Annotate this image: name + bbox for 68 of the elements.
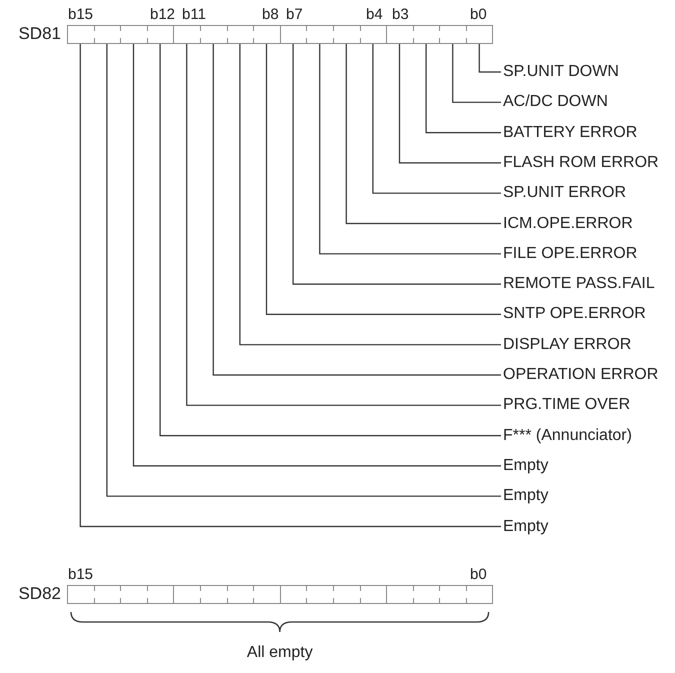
bit-cell bbox=[334, 585, 361, 604]
bit-cell bbox=[440, 585, 467, 604]
bit-number: b8 bbox=[262, 6, 279, 24]
register-bar bbox=[67, 585, 493, 604]
bit-cell bbox=[280, 585, 308, 604]
bit-number: b12 bbox=[150, 6, 176, 24]
bit-cell bbox=[68, 585, 95, 604]
bit-number: b3 bbox=[392, 6, 409, 24]
bit-label: SP.UNIT DOWN bbox=[503, 63, 619, 81]
bit-cell bbox=[440, 25, 467, 44]
bit-label: ICM.OPE.ERROR bbox=[503, 214, 633, 232]
bit-number: b15 bbox=[68, 6, 94, 24]
bit-label: BATTERY ERROR bbox=[503, 124, 638, 142]
bit-cell bbox=[414, 585, 440, 604]
bit-number: b0 bbox=[470, 566, 487, 584]
bit-cell bbox=[280, 25, 308, 44]
bit-label: SP.UNIT ERROR bbox=[503, 184, 626, 202]
leader-line bbox=[319, 44, 501, 254]
bit-label: SNTP OPE.ERROR bbox=[503, 305, 646, 324]
bit-cell bbox=[121, 585, 148, 604]
bit-cell bbox=[121, 25, 148, 44]
bit-cell bbox=[307, 25, 334, 44]
leader-line bbox=[398, 44, 501, 164]
bit-label: OPERATION ERROR bbox=[503, 366, 658, 384]
bit-cell bbox=[94, 25, 122, 44]
register-bar bbox=[67, 25, 493, 44]
bit-cell bbox=[307, 585, 334, 604]
bit-cell bbox=[94, 585, 122, 604]
bit-cell bbox=[387, 25, 414, 44]
bit-cell bbox=[414, 25, 440, 44]
bit-cell bbox=[228, 25, 254, 44]
bit-number: b15 bbox=[68, 566, 94, 584]
bit-label: Empty bbox=[503, 456, 548, 475]
bit-label: PRG.TIME OVER bbox=[503, 396, 630, 414]
bit-label: FILE OPE.ERROR bbox=[503, 244, 638, 263]
leader-line bbox=[372, 44, 501, 194]
bit-label: FLASH ROM ERROR bbox=[503, 154, 659, 172]
bit-number: b11 bbox=[182, 6, 206, 24]
leader-line bbox=[478, 44, 501, 73]
bit-label: F*** (Annunciator) bbox=[503, 426, 632, 445]
bit-label: DISPLAY ERROR bbox=[503, 336, 632, 354]
bit-cell bbox=[467, 585, 492, 604]
register-name: SD82 bbox=[18, 585, 61, 603]
bit-cell bbox=[174, 585, 201, 604]
bit-cell bbox=[174, 25, 201, 44]
leader-line bbox=[292, 44, 501, 285]
register-name: SD81 bbox=[18, 25, 61, 43]
bit-cell bbox=[467, 25, 492, 44]
leader-line bbox=[239, 44, 501, 346]
note-label: All empty bbox=[246, 644, 314, 662]
leader-line bbox=[426, 44, 501, 134]
bit-label: AC/DC DOWN bbox=[503, 93, 608, 112]
bit-cell bbox=[228, 585, 254, 604]
bit-cell bbox=[68, 25, 95, 44]
bit-label: Empty bbox=[503, 518, 548, 536]
bit-cell bbox=[387, 585, 414, 604]
bit-cell bbox=[201, 25, 228, 44]
bit-number: b7 bbox=[286, 6, 303, 24]
leader-line bbox=[346, 44, 501, 224]
bit-number: b4 bbox=[366, 6, 383, 24]
leader-line bbox=[452, 44, 501, 103]
bit-cell bbox=[201, 585, 228, 604]
bit-number: b0 bbox=[470, 6, 487, 24]
bit-label: REMOTE PASS.FAIL bbox=[503, 275, 655, 294]
leader-line bbox=[266, 44, 501, 315]
bit-cell bbox=[334, 25, 361, 44]
bit-label: Empty bbox=[503, 487, 548, 506]
leader-line bbox=[212, 44, 501, 376]
